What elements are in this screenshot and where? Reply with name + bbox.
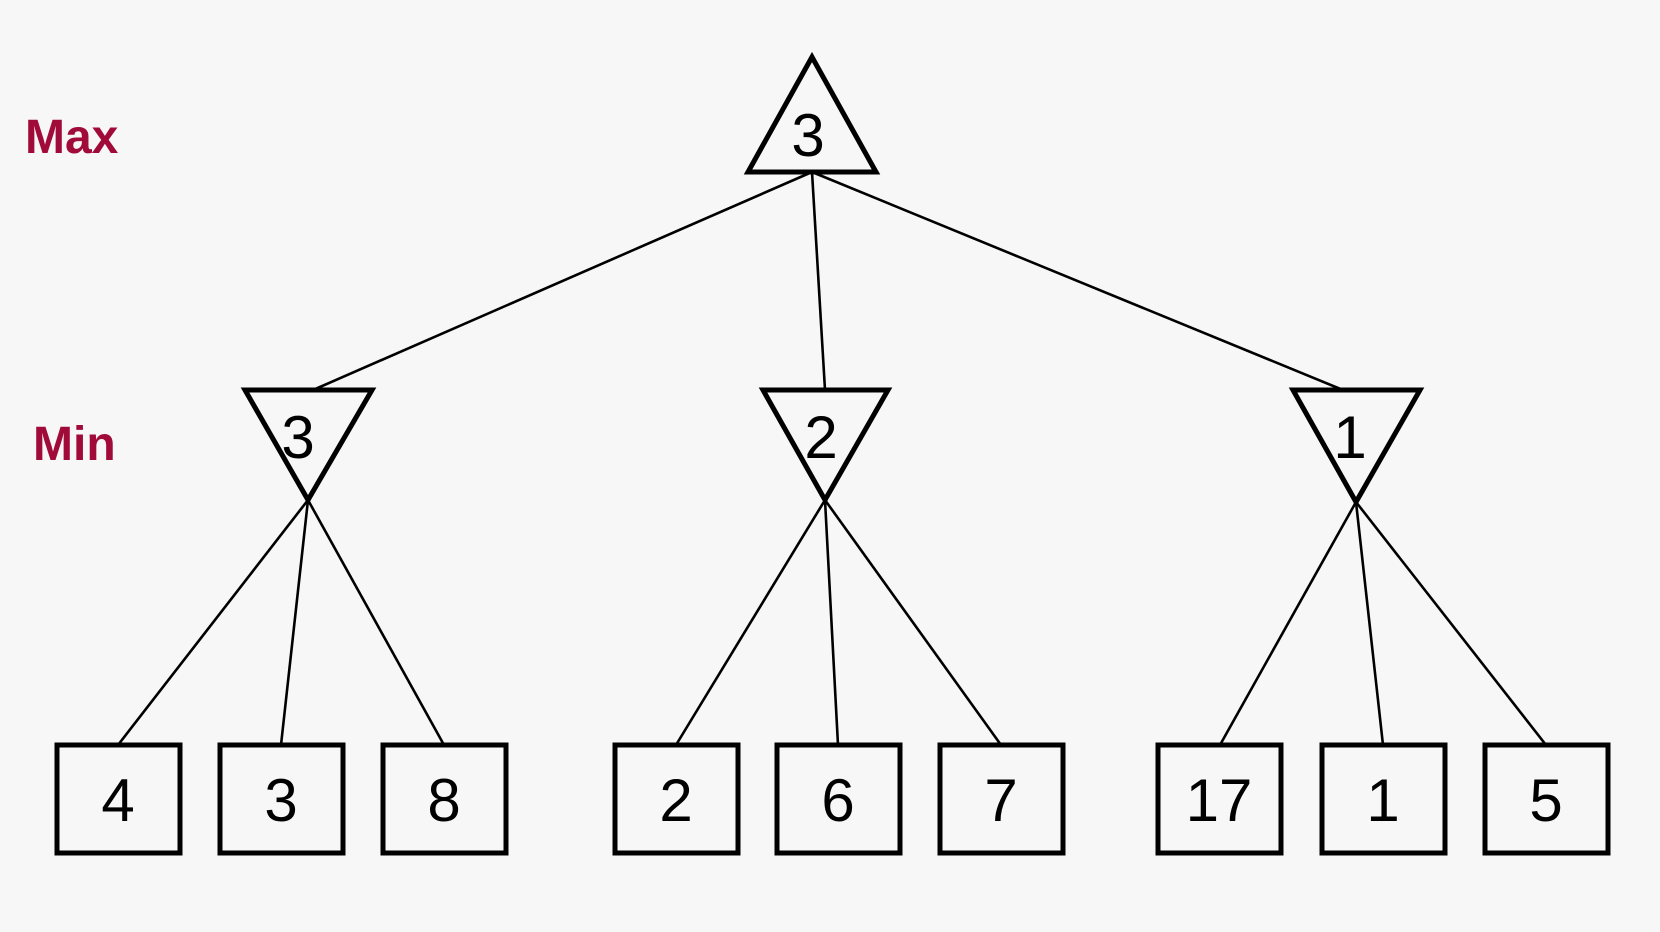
leaf-square-icon [380,742,509,856]
leaf-value: 8 [427,767,460,834]
leaf-node: 17 [1155,742,1284,856]
edge-min2-to-leaf-2 [823,499,840,746]
edge-min1-to-leaf-3 [306,499,446,746]
min-level-label: Min [33,418,116,471]
leaf-value: 7 [984,767,1017,834]
leaf-value: 2 [659,767,692,834]
leaf-value: 5 [1529,767,1562,834]
leaf-value: 1 [1366,767,1399,834]
leaf-square-icon [54,742,183,856]
min-node-3: 1 [1288,387,1425,508]
leaf-node: 4 [54,742,183,856]
min-node-value: 1 [1333,404,1366,471]
root-max-node: 3 [743,51,881,175]
min-triangle-icon [758,387,893,506]
leaf-node: 2 [612,742,741,856]
max-triangle-icon [743,51,881,175]
leaf-square-icon [612,742,741,856]
leaf-value: 4 [101,767,134,834]
leaf-square-icon [774,742,903,856]
edge-root-to-min-3 [811,170,1344,392]
edge-min1-to-leaf-2 [279,499,310,746]
leaf-node: 8 [380,742,509,856]
leaf-node: 3 [217,742,346,856]
min-node-value: 2 [804,404,837,471]
leaf-value: 3 [264,767,297,834]
leaf-node: 1 [1319,742,1448,856]
edge-min3-to-leaf-1 [1218,501,1358,746]
edge-min3-to-leaf-2 [1354,501,1385,746]
edges [116,170,1548,746]
edge-min2-to-leaf-3 [823,499,1003,746]
leaf-value: 17 [1186,767,1253,834]
max-level-label: Max [25,111,119,164]
min-node-2: 2 [758,387,893,506]
edge-min2-to-leaf-1 [674,499,827,746]
edge-root-to-min-2 [810,171,827,391]
min-triangle-icon [1288,387,1425,508]
leaf-node: 5 [1482,742,1611,856]
leaf-node: 6 [774,742,903,856]
leaf-node: 7 [937,742,1066,856]
leaf-value: 6 [821,767,854,834]
root-node-value: 3 [791,102,824,169]
leaf-square-icon [217,742,346,856]
min-node-value: 3 [281,404,314,471]
min-triangle-icon [240,387,377,506]
leaf-square-icon [1155,742,1284,856]
leaf-square-icon [937,742,1066,856]
edge-root-to-min-1 [312,170,813,392]
edge-min3-to-leaf-3 [1354,501,1548,746]
edge-min1-to-leaf-1 [116,499,310,746]
min-node-1: 3 [240,387,377,506]
leaf-square-icon [1319,742,1448,856]
leaf-square-icon [1482,742,1611,856]
